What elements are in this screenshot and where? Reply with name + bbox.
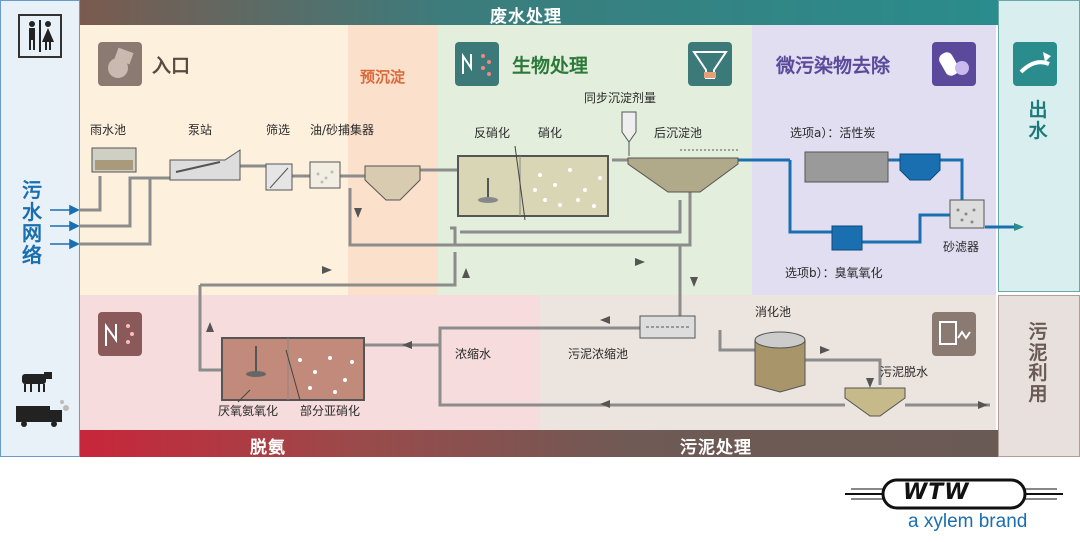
sewer-network-label: 污水网络 [22,178,42,267]
secondary-clarifier-label: 后沉淀池 [654,126,703,140]
nitrification-label: 硝化 [538,126,563,140]
dewatering-icon [932,312,976,356]
footer-sludge: 污泥处理 [680,438,752,458]
partial-nitritation-label: 部分亚硝化 [300,404,361,418]
sludge-dewatering-label: 污泥脱水 [880,365,929,379]
cow-icon [16,370,56,398]
micropollutant-title: 微污染物去除 [776,55,891,77]
anammox-label: 厌氧氨氧化 [218,404,279,418]
sludge-thickener-label: 污泥浓缩池 [568,347,629,361]
header-bar [80,0,998,25]
clarifier-icon [688,42,732,86]
restroom-icon [18,14,62,58]
pump-station-label: 泵站 [188,123,213,137]
sludge-use-label: 污泥利用 [1028,321,1048,405]
footer-bar [80,430,998,457]
digester-label: 消化池 [755,305,792,319]
wtw-logo-text: WTW [903,480,970,505]
brand-tagline: a xylem brand [908,511,1028,532]
pre-sedimentation-zone [348,25,438,295]
outlet-label: 出水 [1028,99,1048,142]
option-a-label: 选项a）：活性炭 [790,126,876,140]
biological-icon [455,42,499,86]
simultaneous-precip-label: 同步沉淀剂量 [584,91,657,105]
deammonification-icon [98,312,142,356]
thickener-water-label: 浓缩水 [455,347,492,361]
truck-icon [14,398,74,432]
biological-title: 生物处理 [512,55,589,77]
denitrification-label: 反硝化 [474,126,511,140]
pre-sedimentation-title: 预沉淀 [360,68,406,86]
rain-tank-label: 雨水池 [90,123,127,137]
micropollutant-icon [932,42,976,86]
inlet-icon [98,42,142,86]
option-b-label: 选项b）：臭氧氧化 [785,266,883,280]
wtw-logo [845,478,1063,510]
oil-sand-trap-label: 油/砂捕集器 [310,123,375,137]
footer-deammonification: 脱氨 [250,438,286,458]
screening-label: 筛选 [266,123,291,137]
sand-filter-label: 砂滤器 [943,240,980,254]
inlet-title: 入口 [152,55,191,77]
header-title: 废水处理 [490,7,562,27]
outlet-icon [1013,42,1057,86]
